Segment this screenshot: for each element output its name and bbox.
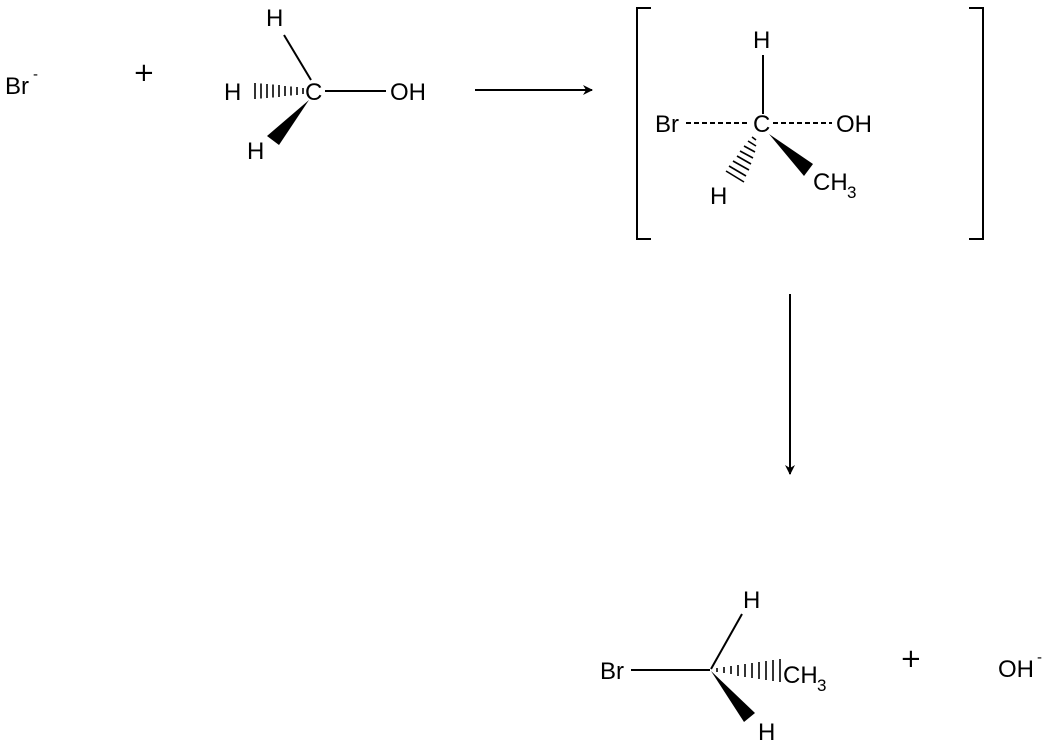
ts-oh: OH xyxy=(836,111,872,138)
substrate-h-wedge: H xyxy=(247,138,264,165)
substrate-h-hashed: H xyxy=(224,79,241,106)
substrate-molecule: H H C H OH xyxy=(224,5,426,165)
reactant-plus-sign: + xyxy=(133,58,155,88)
bromide-charge: - xyxy=(33,66,38,83)
ts-methyl-subscript: 3 xyxy=(847,183,856,202)
product-methyl-base: CH xyxy=(783,662,818,689)
bromide-symbol: Br xyxy=(5,73,29,100)
ts-methyl-group: CH 3 xyxy=(813,169,856,202)
hydroxide-ion: OH - xyxy=(998,649,1042,683)
hydroxide-charge: - xyxy=(1037,649,1042,666)
product-wedge-bond-c-h xyxy=(711,671,755,722)
bond-c-h-top xyxy=(283,34,312,81)
product-methyl-group: CH 3 xyxy=(783,662,826,695)
transition-state: H C Br OH H CH 3 xyxy=(636,7,984,240)
bracket-left xyxy=(636,7,651,240)
product-h-wedge: H xyxy=(758,719,775,746)
ts-h-top: H xyxy=(753,27,770,54)
hydroxide-symbol: OH xyxy=(998,656,1034,683)
substrate-h-top: H xyxy=(266,5,283,32)
ts-hashed-bond-c-h xyxy=(725,136,757,183)
substrate-oh: OH xyxy=(390,79,426,106)
substrate-carbon: C xyxy=(305,79,322,106)
hashed-bond-c-h xyxy=(254,83,304,99)
bond-product-c-h-top xyxy=(710,613,743,670)
bracket-right xyxy=(969,7,984,240)
product-hashed-bond-c-ch3 xyxy=(716,659,781,682)
ts-wedge-bond-c-ch3 xyxy=(769,134,813,176)
ts-methyl-base: CH xyxy=(813,169,848,196)
product-plus-sign: + xyxy=(900,644,922,674)
ts-carbon: C xyxy=(753,111,770,138)
wedge-bond-c-h xyxy=(267,100,309,145)
ts-h-hashed: H xyxy=(710,183,727,210)
product-bromine: Br xyxy=(600,658,624,685)
product-molecule: Br H CH 3 H xyxy=(600,587,826,746)
bromide-ion: Br - xyxy=(5,66,38,100)
product-methyl-subscript: 3 xyxy=(817,676,826,695)
ts-bromine: Br xyxy=(655,111,679,138)
product-h-top: H xyxy=(743,587,760,614)
